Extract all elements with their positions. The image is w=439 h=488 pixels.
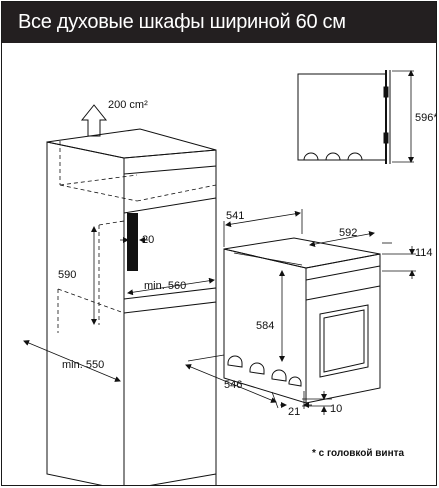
cabinet-outline	[46, 128, 217, 485]
label-niche-height: 590	[58, 269, 76, 281]
label-depth-outer: 541	[226, 210, 244, 222]
footnote: * с головкой винта	[312, 448, 405, 459]
label-width-oven: 592	[339, 227, 357, 239]
label-gap-20: 20	[142, 234, 154, 246]
arrow-up-icon	[80, 104, 108, 137]
oven-outline	[223, 237, 381, 404]
page-title: Все духовые шкафы шириной 60 см	[2, 2, 436, 43]
oven-side-view	[297, 70, 414, 164]
vent-strip	[127, 213, 138, 271]
label-oven-height: 584	[256, 320, 274, 332]
label-niche-depth-min: min. 550	[62, 359, 104, 371]
label-niche-width-min: min. 560	[144, 280, 186, 292]
label-vent-area: 200 cm²	[108, 99, 148, 111]
label-top-height: 114	[415, 247, 433, 259]
label-side-height: 596*	[415, 112, 436, 124]
label-dim-21: 21	[288, 406, 300, 418]
label-dim-10: 10	[330, 403, 342, 415]
label-depth-546: 546	[224, 379, 242, 391]
installation-drawing: 596* 200 cm²	[23, 70, 436, 485]
